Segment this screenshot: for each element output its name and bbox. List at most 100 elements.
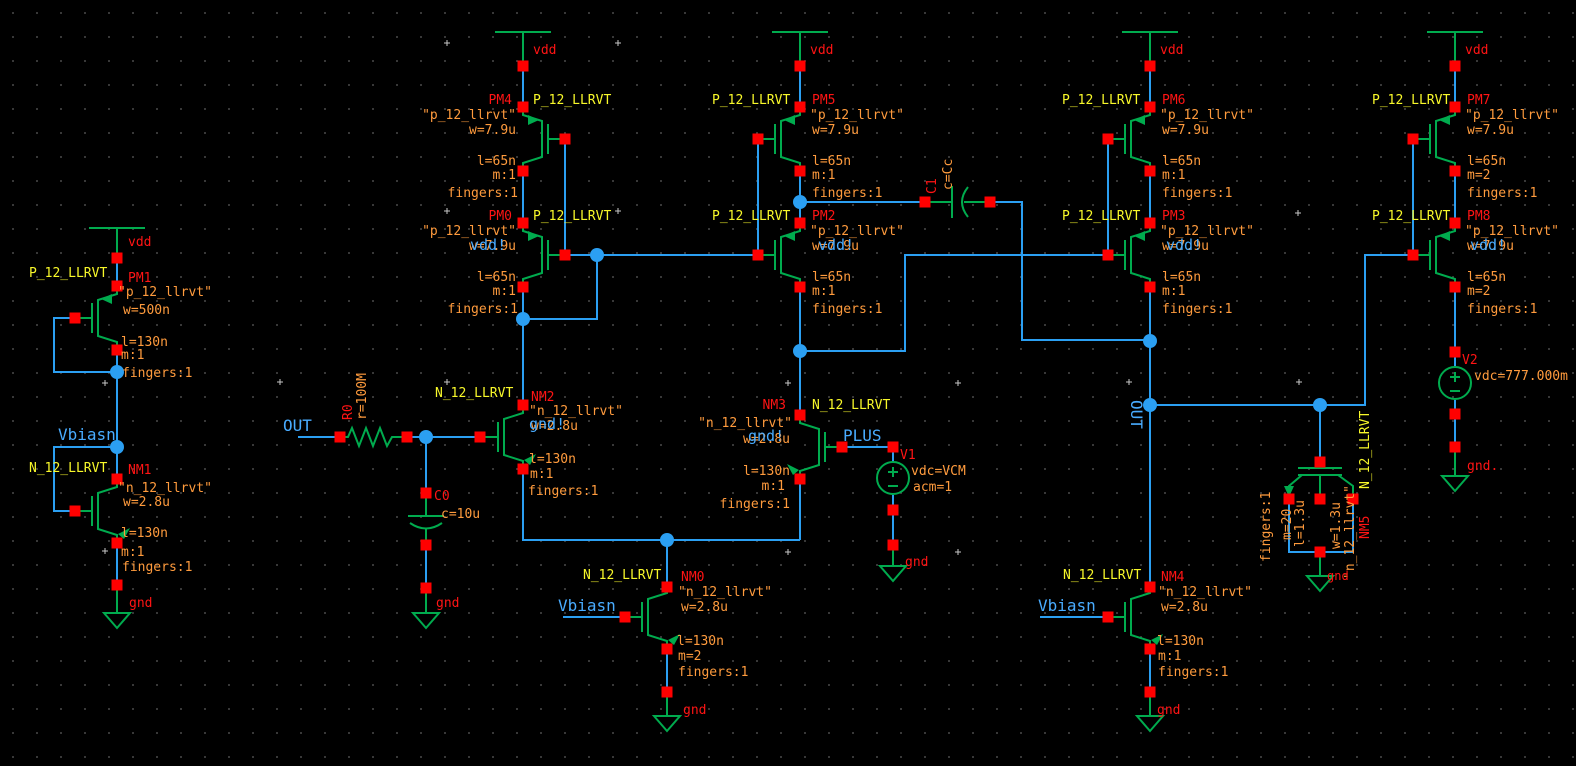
pin[interactable] [334, 431, 346, 443]
label-vbiasn[interactable]: Vbiasn [58, 425, 116, 444]
label-fingers-1[interactable]: fingers:1 [1158, 665, 1228, 680]
pin[interactable] [1144, 281, 1156, 293]
pins[interactable] [69, 60, 1461, 698]
label-w-2-8u[interactable]: w=2.8u [1161, 600, 1208, 615]
label-l-65n[interactable]: l=65n [477, 154, 516, 169]
vdd-symbol[interactable] [772, 31, 828, 66]
label-fingers-1[interactable]: fingers:1 [1259, 492, 1274, 562]
label-w-7-9u[interactable]: w=7.9u [469, 123, 516, 138]
label-pm1[interactable]: PM1 [128, 271, 151, 286]
wire[interactable] [53, 446, 117, 512]
label-r0[interactable]: R0 [341, 404, 356, 420]
label-n-12-llrvt[interactable]: N_12_LLRVT [435, 386, 513, 401]
pin[interactable] [887, 441, 899, 453]
label-pm6[interactable]: PM6 [1162, 93, 1185, 108]
label-n-12-llrvt[interactable]: N_12_LLRVT [1063, 568, 1141, 583]
label-out[interactable]: OUT [1127, 400, 1146, 429]
label-fingers-1[interactable]: fingers:1 [1162, 186, 1232, 201]
label-p-12-llrvt[interactable]: P_12_LLRVT [1372, 209, 1450, 224]
label-p-12-llrvt[interactable]: "p_12_llrvt" [1465, 108, 1559, 123]
label-c-cc[interactable]: c=Cc [941, 159, 956, 190]
pin[interactable] [752, 133, 764, 145]
label-pm0[interactable]: PM0 [489, 209, 512, 224]
label-w-7-9u[interactable]: w=7.9u [812, 123, 859, 138]
label-pm2[interactable]: PM2 [812, 209, 835, 224]
wire[interactable] [522, 469, 800, 541]
label-pm8[interactable]: PM8 [1467, 209, 1490, 224]
label-fingers-1[interactable]: fingers:1 [1467, 186, 1537, 201]
pin[interactable] [1449, 217, 1461, 229]
pin[interactable] [887, 539, 899, 551]
label-vdc-777-000m[interactable]: vdc=777.000m [1474, 369, 1568, 384]
label-gnd[interactable]: gnd [905, 555, 928, 570]
label-m-1[interactable]: m:1 [121, 348, 144, 363]
label-vdd[interactable]: vdd! [818, 236, 854, 254]
label-l-130n[interactable]: l=130n [529, 452, 576, 467]
label-w-2-8u[interactable]: w=2.8u [681, 600, 728, 615]
pin[interactable] [794, 165, 806, 177]
pin[interactable] [517, 281, 529, 293]
label-l-65n[interactable]: l=65n [477, 270, 516, 285]
pin[interactable] [794, 409, 806, 421]
wire[interactable] [53, 317, 117, 373]
pin[interactable] [794, 101, 806, 113]
label-m-1[interactable]: m:1 [493, 284, 516, 299]
pin[interactable] [69, 505, 81, 517]
label-fingers-1[interactable]: fingers:1 [812, 186, 882, 201]
label-gnd[interactable]: gnd! [529, 415, 565, 433]
pin[interactable] [661, 643, 673, 655]
label-gnd[interactable]: gnd [436, 596, 459, 611]
label-w-500n[interactable]: w=500n [123, 303, 170, 318]
pin[interactable] [1407, 133, 1419, 145]
label-vdd[interactable]: vdd! [470, 236, 506, 254]
pin[interactable] [559, 249, 571, 261]
label-nm3[interactable]: NM3 [763, 398, 786, 413]
label-p-12-llrvt[interactable]: "p_12_llrvt" [810, 224, 904, 239]
label-plus[interactable]: PLUS [843, 426, 882, 445]
label-fingers-1[interactable]: fingers:1 [678, 665, 748, 680]
resistor-r0[interactable] [340, 425, 407, 449]
label-fingers-1[interactable]: fingers:1 [122, 560, 192, 575]
pin[interactable] [1283, 493, 1295, 505]
pin[interactable] [1314, 546, 1326, 558]
label-w-7-9u[interactable]: w=7.9u [812, 239, 859, 254]
label-n-12-llrvt[interactable]: "n_12_llrvt" [529, 404, 623, 419]
label-p-12-llrvt[interactable]: P_12_LLRVT [29, 266, 107, 281]
pin[interactable] [794, 217, 806, 229]
pin[interactable] [794, 473, 806, 485]
label-p-12-llrvt[interactable]: P_12_LLRVT [533, 209, 611, 224]
label-fingers-1[interactable]: fingers:1 [812, 302, 882, 317]
pin[interactable] [1144, 643, 1156, 655]
label-m-1[interactable]: m:1 [1158, 649, 1181, 664]
wire[interactable] [800, 254, 1108, 352]
label-gnd[interactable]: gnd [1327, 569, 1349, 583]
label-n-12-llrvt[interactable]: N_12_LLRVT [29, 461, 107, 476]
label-pm7[interactable]: PM7 [1467, 93, 1490, 108]
label-p-12-llrvt[interactable]: P_12_LLRVT [533, 93, 611, 108]
label-p-12-llrvt[interactable]: "p_12_llrvt" [422, 224, 516, 239]
label-nm2[interactable]: NM2 [531, 390, 554, 405]
label-l-130n[interactable]: l=130n [743, 464, 790, 479]
pin[interactable] [794, 60, 806, 72]
pin[interactable] [887, 504, 899, 516]
pin[interactable] [69, 312, 81, 324]
label-w-7-9u[interactable]: w=7.9u [1162, 123, 1209, 138]
label-p-12-llrvt[interactable]: P_12_LLRVT [1372, 93, 1450, 108]
vsource-v2[interactable] [1438, 366, 1472, 400]
pin[interactable] [517, 165, 529, 177]
pin[interactable] [1144, 217, 1156, 229]
pin[interactable] [1144, 60, 1156, 72]
pin[interactable] [836, 441, 848, 453]
label-acm-1[interactable]: acm=1 [913, 480, 952, 495]
label-gnd[interactable]: gnd. [1467, 459, 1498, 474]
label-fingers-1[interactable]: fingers:1 [448, 302, 518, 317]
vsource-v1[interactable] [876, 461, 910, 495]
label-m-20[interactable]: m=20 [1280, 509, 1295, 540]
label-l-65n[interactable]: l=65n [1467, 270, 1506, 285]
pin[interactable] [517, 463, 529, 475]
label-w-2-8u[interactable]: w=2.8u [743, 432, 790, 447]
pin[interactable] [401, 431, 413, 443]
label-l-65n[interactable]: l=65n [1162, 154, 1201, 169]
label-p-12-llrvt[interactable]: "p_12_llrvt" [810, 108, 904, 123]
